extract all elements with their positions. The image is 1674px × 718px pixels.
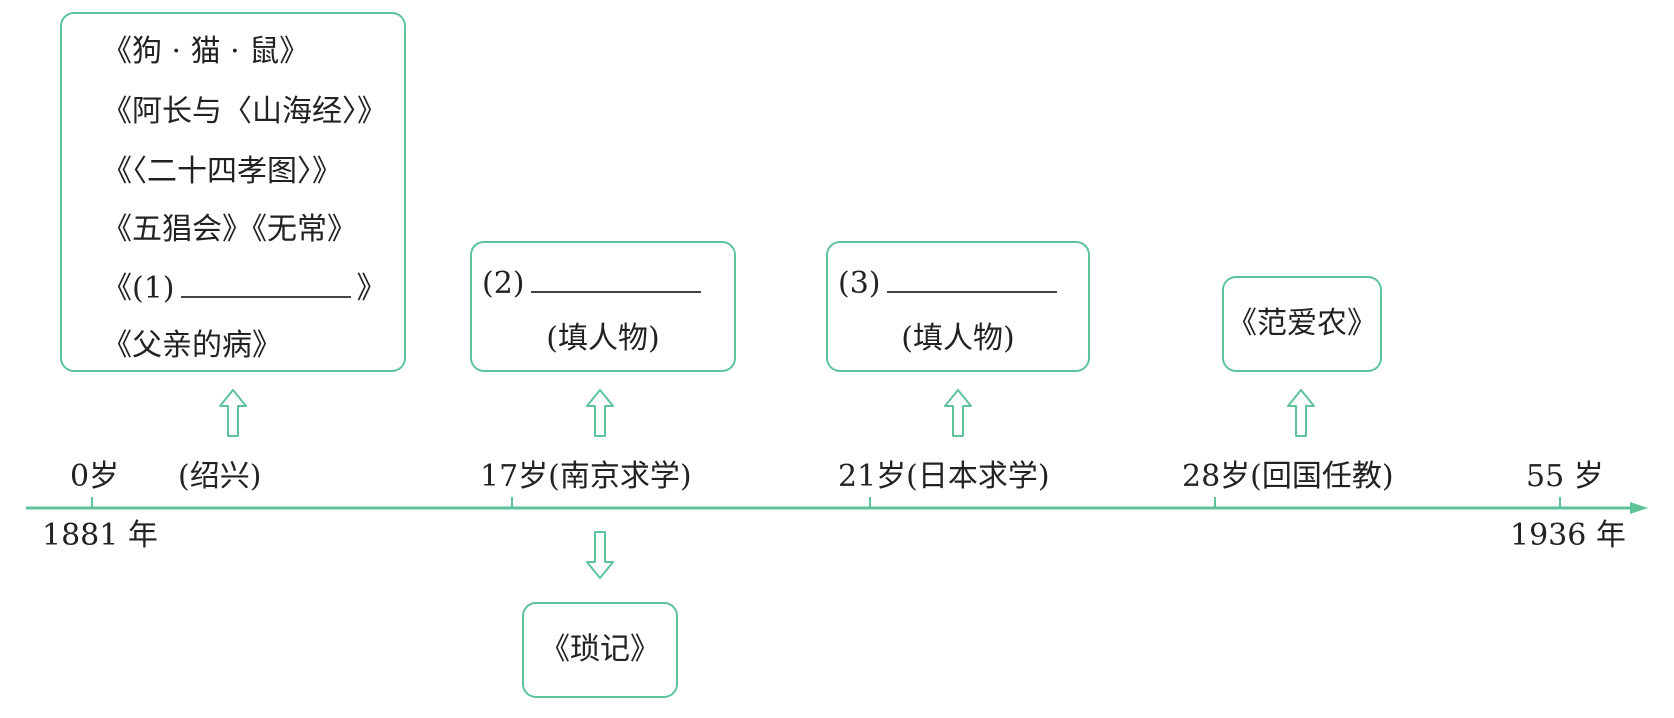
blank-2-field[interactable] [530,265,701,293]
blank-3-hint: (填人物) [901,321,1015,356]
age-0-label: 0岁 [70,459,120,494]
up-arrow-icon [944,389,972,437]
fanainong-box: 《范爱农》 [1222,276,1382,372]
timeline-axis [26,497,1648,514]
blank-1-prefix: 《(1) [102,271,175,306]
age-21-label: 21岁(日本求学) [838,459,1050,494]
blank-2-hint: (填人物) [546,321,660,356]
year-end-label: 1936 年 [1510,518,1626,553]
blank-2-prefix: (2) [482,266,525,301]
age-17-label: 17岁(南京求学) [480,459,692,494]
blank-3-line: (3) [838,265,1063,302]
work-father-illness: 《父亲的病》 [102,328,282,363]
age-55-label: 55 岁 [1526,459,1604,494]
up-arrow-icon [586,389,614,437]
blank-3-prefix: (3) [838,266,881,301]
blank-2-line: (2) [482,265,707,302]
work-a-chang: 《阿长与〈山海经〉》 [102,94,387,129]
blank-3-field[interactable] [886,265,1057,293]
shaoxing-works-box: 《狗 · 猫 · 鼠》 《阿长与〈山海经〉》 《〈二十四孝图〉》 《五猖会》《无… [60,12,406,372]
work-suoji: 《琐记》 [540,632,660,667]
work-wuchang-hui: 《五猖会》《无常》 [102,212,357,247]
blank-1-line: 《(1) 》 [102,270,387,307]
shaoxing-label: (绍兴) [178,459,262,494]
work-fanainong: 《范爱农》 [1227,306,1377,341]
blank-2-box: (2) (填人物) [470,241,736,372]
blank-1-suffix: 》 [356,271,387,306]
up-arrow-icon [219,389,247,437]
suoji-box: 《琐记》 [522,602,678,698]
age-28-label: 28岁(回国任教) [1182,459,1394,494]
blank-1-field[interactable] [180,270,351,298]
year-start-label: 1881 年 [42,518,158,553]
work-24-filial: 《〈二十四孝图〉》 [102,154,342,189]
blank-3-box: (3) (填人物) [826,241,1090,372]
up-arrow-icon [1287,389,1315,437]
down-arrow-icon [586,531,614,579]
work-dog-cat-mouse: 《狗 · 猫 · 鼠》 [102,34,310,69]
